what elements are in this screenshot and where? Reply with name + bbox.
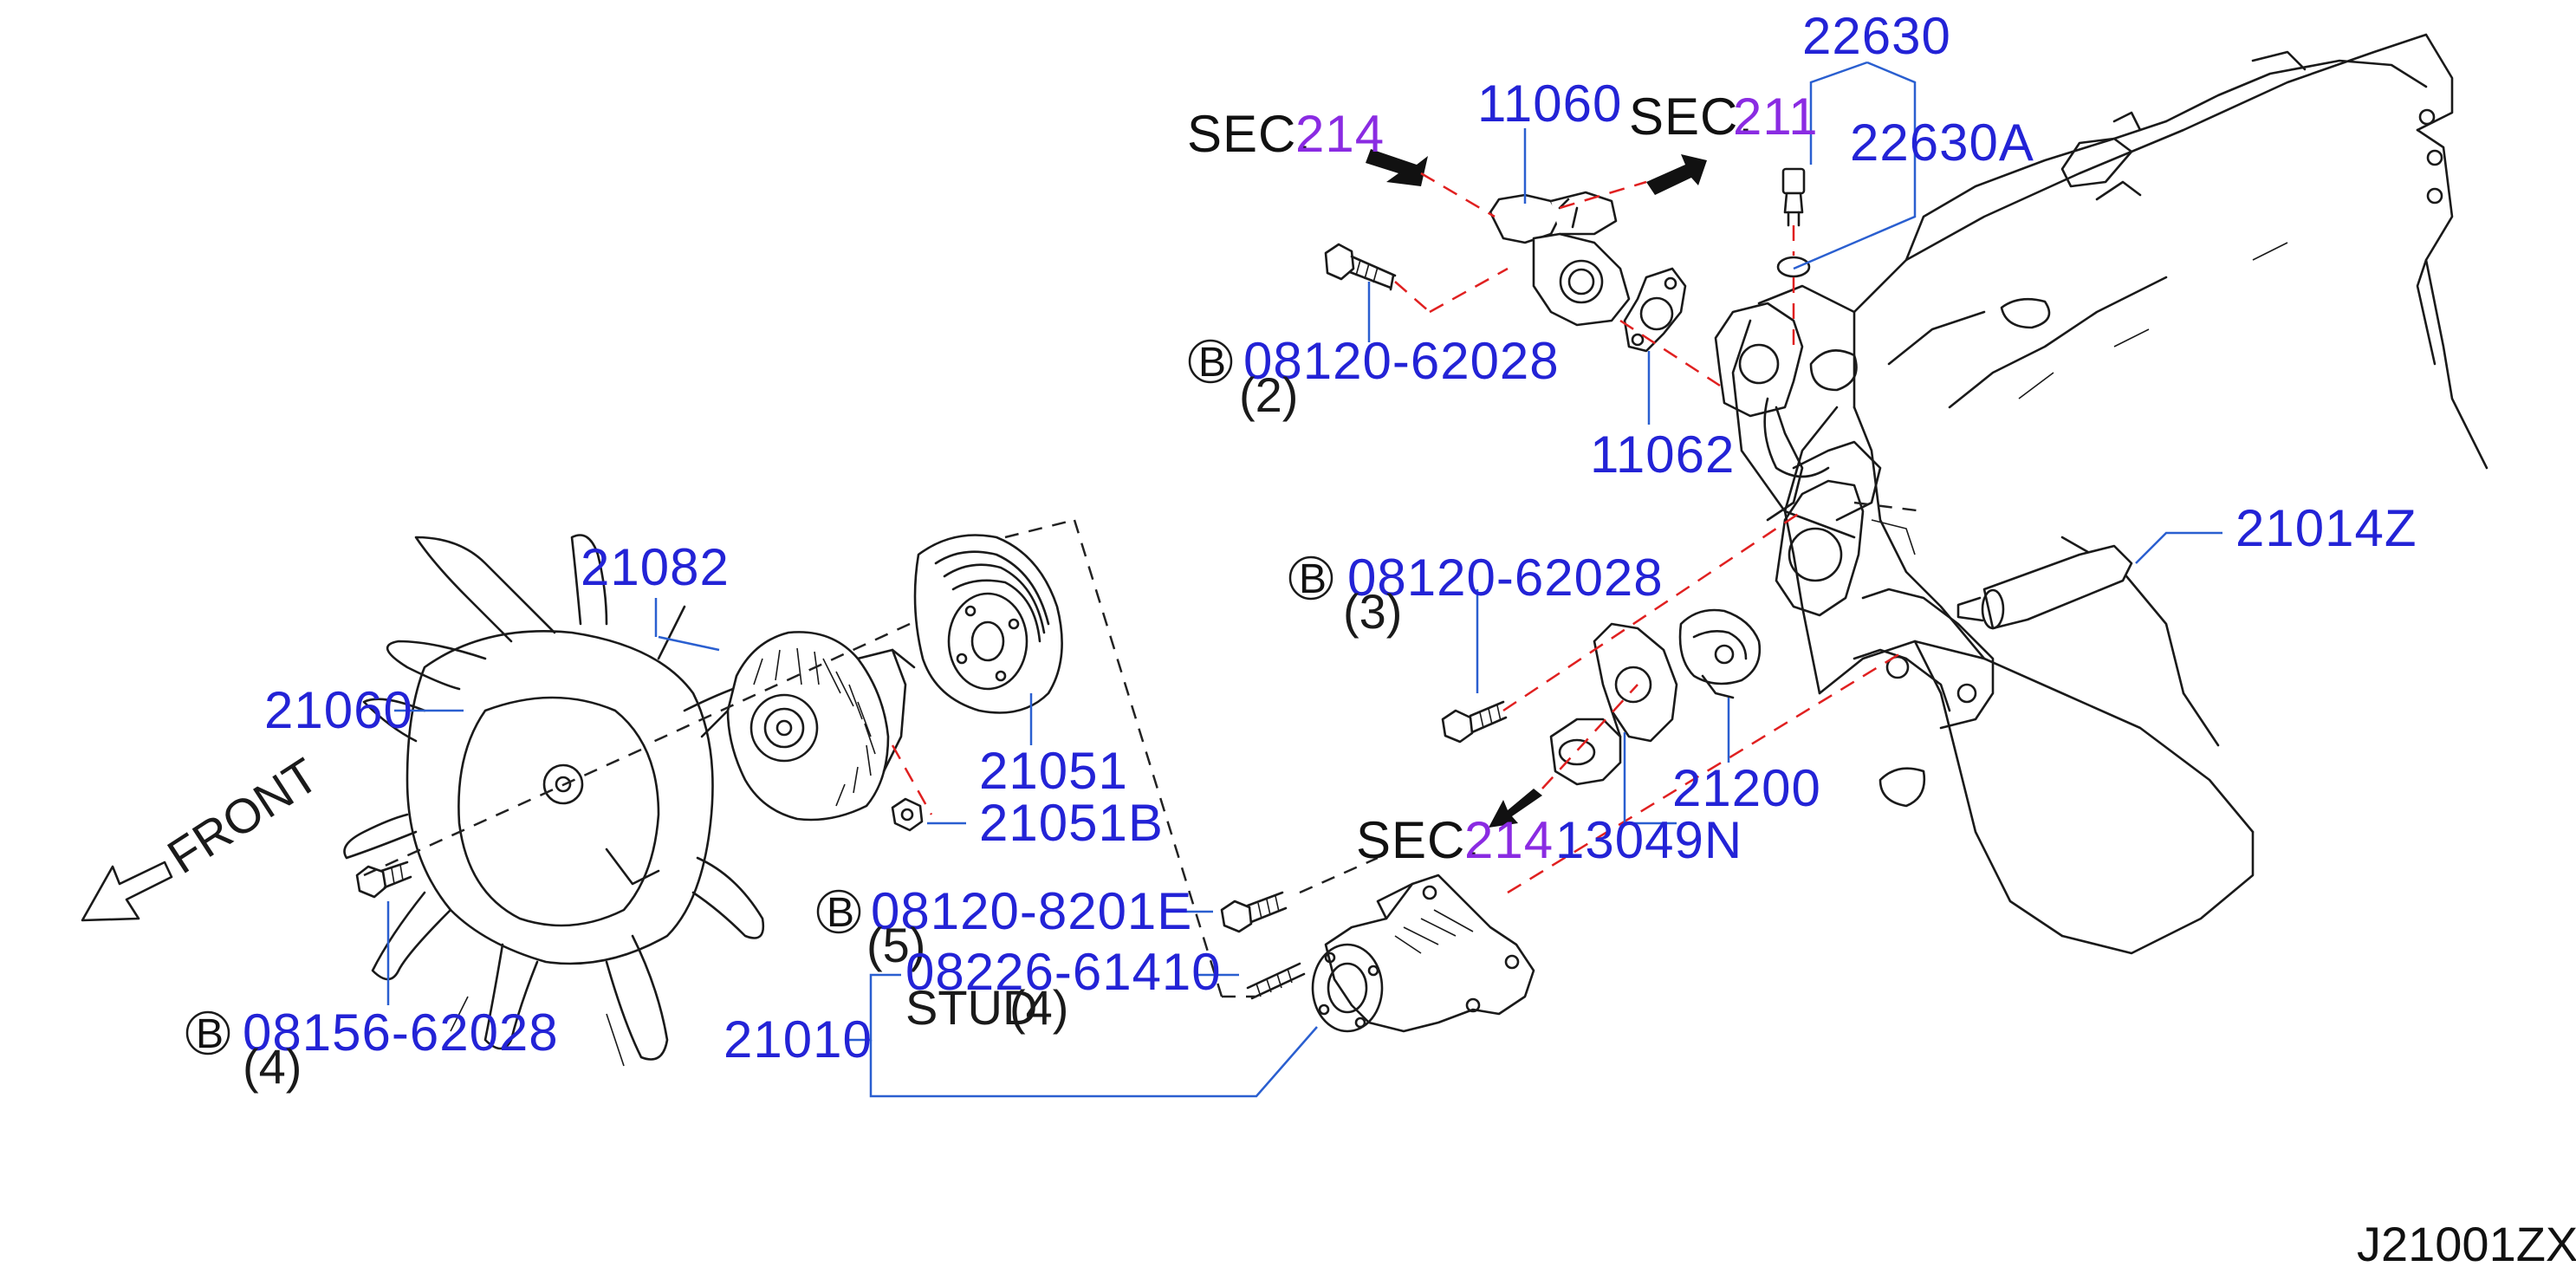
bolt-fan-drawing <box>355 861 412 899</box>
section-arrow-214-top <box>1366 149 1428 186</box>
black-dashed-assembly-lines <box>363 501 1924 998</box>
part-22630a[interactable]: 22630A <box>1850 114 2034 172</box>
section-arrow-214-bottom <box>1489 789 1542 828</box>
diagram-code: J21001ZX <box>2357 1217 2576 1271</box>
pulley-21051-drawing <box>913 534 1063 714</box>
part-21200[interactable]: 21200 <box>1672 759 1821 817</box>
leader-lines <box>386 61 2222 1098</box>
stud-drawing <box>1246 962 1306 1000</box>
sec-number-211[interactable]: 211 <box>1733 88 1819 146</box>
part-13049n[interactable]: 13049N <box>1555 811 1742 869</box>
bolt-marker-b-1 <box>1188 339 1233 384</box>
red-centerlines <box>891 172 1907 894</box>
sec-number-214-top[interactable]: 214 <box>1295 105 1385 163</box>
sec-label-211[interactable]: SEC. <box>1629 88 1754 146</box>
stud-number[interactable]: 08226-61410 <box>905 943 1222 1001</box>
part-21082[interactable]: 21082 <box>581 538 730 596</box>
thermostat-21200-drawing <box>1678 608 1762 699</box>
front-direction-arrow <box>81 861 173 922</box>
bolt-qty-4: (4) <box>243 1039 302 1094</box>
water-pump-21010-drawing <box>1311 874 1535 1033</box>
bolt-number-1[interactable]: 08120-62028 <box>1243 332 1560 390</box>
hose-21014z-drawing <box>1956 544 2133 630</box>
stud-qty: (4) <box>1009 980 1068 1035</box>
bolt-top-drawing <box>1324 243 1397 291</box>
part-21014z[interactable]: 21014Z <box>2235 499 2417 557</box>
water-inlet-housing <box>1775 479 1995 730</box>
part-21051[interactable]: 21051 <box>979 742 1128 800</box>
front-label: FRONT <box>158 747 328 884</box>
bolt-marker-b-1-letter: B <box>1198 340 1226 386</box>
sec-label-bottom[interactable]: SEC. <box>1356 811 1481 869</box>
bolt-marker-b-2 <box>1288 555 1333 601</box>
part-22630[interactable]: 22630 <box>1802 7 1951 65</box>
sec-label-top[interactable]: SEC. <box>1187 105 1312 163</box>
bolt-marker-b-2-letter: B <box>1299 556 1327 602</box>
bolt-pump-drawing <box>1220 891 1288 933</box>
bolt-marker-b-4 <box>185 1010 230 1055</box>
part-21060[interactable]: 21060 <box>264 681 413 739</box>
part-21051b[interactable]: 21051B <box>979 794 1164 852</box>
bolt-marker-b-4-letter: B <box>196 1011 224 1057</box>
bolt-middle-drawing <box>1441 700 1508 744</box>
engine-outlet-housing <box>1714 302 1882 522</box>
section-arrow-211 <box>1646 154 1707 195</box>
nut-21051b-drawing <box>891 797 924 832</box>
water-outlet-11060-drawing <box>1489 191 1631 327</box>
fan-clutch-21082-drawing <box>726 631 916 822</box>
bolt-marker-b-3-letter: B <box>827 890 854 936</box>
bolt-number-4[interactable]: 08156-62028 <box>243 1003 559 1062</box>
water-inlet-13049n-drawing <box>1549 622 1678 786</box>
bolt-qty-1: (2) <box>1239 367 1298 422</box>
part-11060[interactable]: 11060 <box>1477 75 1622 133</box>
stud-label: STUD <box>905 980 1037 1035</box>
bolt-qty-2: (3) <box>1343 584 1402 639</box>
part-21010[interactable]: 21010 <box>723 1010 873 1068</box>
bolt-number-2[interactable]: 08120-62028 <box>1347 549 1664 607</box>
bolt-number-3[interactable]: 08120-8201E <box>871 882 1192 940</box>
bolt-marker-b-3 <box>816 889 861 934</box>
sec-number-214-bottom[interactable]: 214 <box>1464 811 1554 869</box>
sensor-22630-drawing <box>1776 167 1811 278</box>
bolt-qty-3: (5) <box>866 918 925 972</box>
gasket-11062-drawing <box>1623 267 1687 353</box>
fan-21060-drawing <box>343 534 765 1067</box>
engine-block-drawing <box>1731 33 2488 955</box>
part-11062[interactable]: 11062 <box>1590 425 1735 484</box>
